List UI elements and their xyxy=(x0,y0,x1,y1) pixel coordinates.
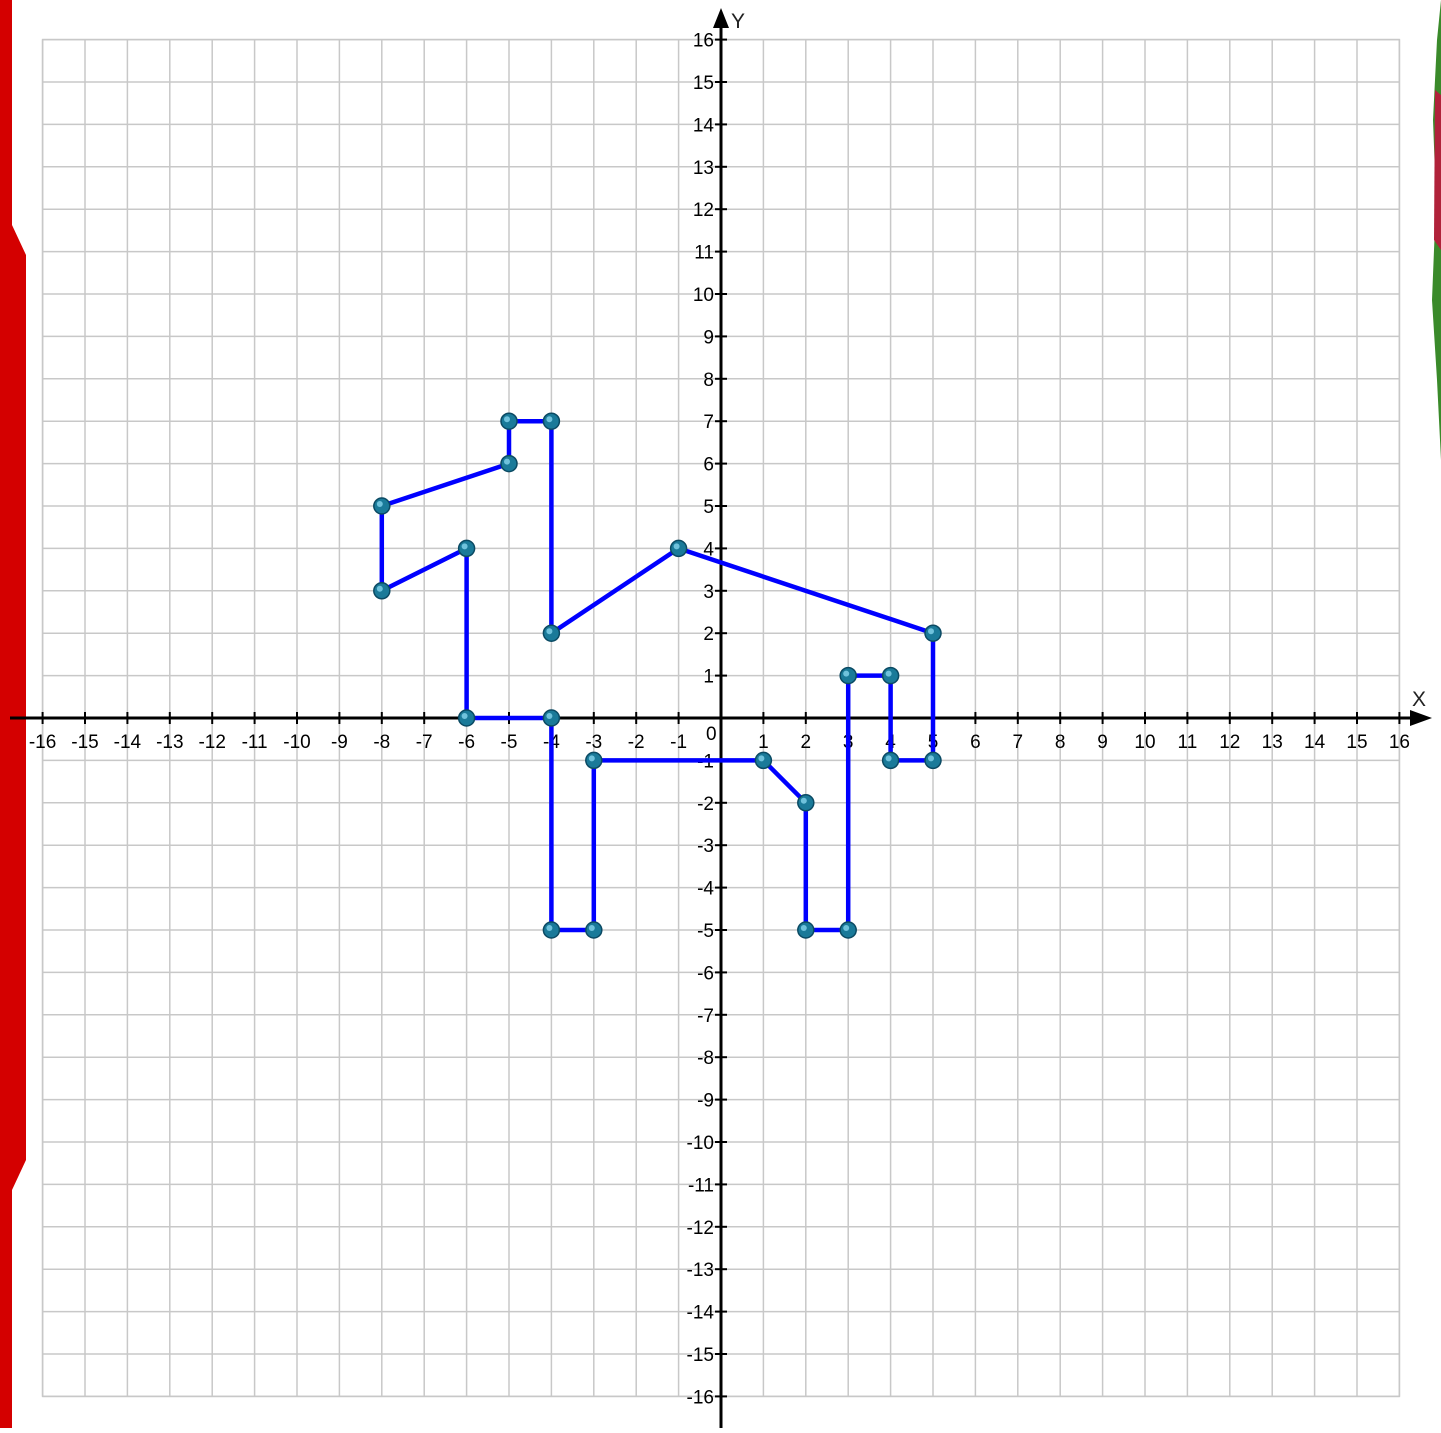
data-point-highlight xyxy=(885,755,892,762)
y-tick-label: 10 xyxy=(693,285,714,306)
y-tick-label: 16 xyxy=(693,31,714,52)
y-tick-label: -13 xyxy=(687,1260,714,1281)
y-tick-label: 11 xyxy=(694,243,714,264)
left-red-frame-shape xyxy=(0,0,26,1428)
data-point-highlight xyxy=(928,755,934,762)
x-tick-label: 9 xyxy=(1097,732,1108,753)
data-point-highlight xyxy=(546,628,553,635)
y-tick-label: 15 xyxy=(693,73,714,94)
y-tick-label: 5 xyxy=(703,497,714,518)
data-point-highlight xyxy=(843,670,850,677)
x-tick-label: -2 xyxy=(628,732,645,753)
x-tick-label: 8 xyxy=(1055,732,1066,753)
y-tick-label: 14 xyxy=(693,115,715,136)
y-tick-label: -5 xyxy=(697,921,714,942)
data-point-highlight xyxy=(588,755,595,762)
y-tick-label: 1 xyxy=(703,667,714,688)
x-tick-label: -6 xyxy=(458,732,475,753)
data-point-highlight xyxy=(376,501,383,507)
x-tick-label: -11 xyxy=(242,732,268,753)
data-point-highlight xyxy=(504,458,510,465)
left-red-frame xyxy=(0,0,26,1428)
x-tick-label: 13 xyxy=(1262,732,1283,753)
y-tick-label: 13 xyxy=(693,158,714,179)
x-tick-label: -9 xyxy=(331,732,348,753)
x-tick-label: -8 xyxy=(373,732,390,753)
x-tick-label: 14 xyxy=(1304,732,1326,753)
x-axis-arrow-icon xyxy=(1410,710,1432,726)
x-tick-label: 15 xyxy=(1346,732,1367,753)
y-tick-label: 7 xyxy=(703,412,714,433)
data-point-highlight xyxy=(800,797,807,804)
x-tick-label: -14 xyxy=(114,732,142,753)
y-tick-label: -4 xyxy=(697,879,714,900)
data-point-highlight xyxy=(673,543,680,550)
y-tick-label: -10 xyxy=(687,1133,714,1154)
x-tick-label: -1 xyxy=(670,732,687,753)
x-tick-label: -12 xyxy=(198,732,225,753)
x-axis-title: X xyxy=(1412,688,1426,711)
y-tick-label: 6 xyxy=(703,455,714,476)
y-tick-label: 8 xyxy=(703,370,714,391)
data-point-highlight xyxy=(928,628,934,635)
y-axis-arrow-icon xyxy=(713,8,729,28)
y-tick-label: -12 xyxy=(687,1218,714,1239)
data-point-highlight xyxy=(504,416,510,423)
y-tick-label: -15 xyxy=(687,1345,714,1366)
data-point-highlight xyxy=(461,543,468,550)
y-tick-label: -9 xyxy=(697,1091,714,1112)
y-tick-label: -2 xyxy=(697,794,714,815)
data-point-highlight xyxy=(885,670,892,677)
x-tick-label: 12 xyxy=(1219,732,1240,753)
axes xyxy=(10,8,1432,1428)
origin-label: 0 xyxy=(706,724,717,745)
y-tick-label: -14 xyxy=(687,1303,715,1324)
data-point-highlight xyxy=(588,925,595,931)
y-tick-label: 2 xyxy=(703,624,714,645)
y-tick-label: 4 xyxy=(703,539,714,560)
y-tick-label: -8 xyxy=(697,1048,714,1069)
x-tick-label: 1 xyxy=(758,732,769,753)
x-tick-label: -5 xyxy=(501,732,518,753)
y-tick-label: -6 xyxy=(697,963,714,984)
x-tick-label: -10 xyxy=(283,732,310,753)
x-tick-label: -16 xyxy=(29,732,56,753)
data-point-highlight xyxy=(843,925,850,931)
x-tick-label: -3 xyxy=(585,732,602,753)
data-point-highlight xyxy=(546,713,553,719)
y-axis-title: Y xyxy=(731,10,745,33)
y-tick-label: 9 xyxy=(703,327,714,348)
y-tick-label: -7 xyxy=(697,1006,714,1027)
data-point-highlight xyxy=(376,585,383,592)
y-tick-label: -3 xyxy=(697,836,714,857)
y-tick-label: -11 xyxy=(688,1175,714,1196)
right-leaf-decoration xyxy=(1427,0,1441,460)
x-tick-label: -15 xyxy=(71,732,98,753)
data-point-highlight xyxy=(461,713,468,719)
x-tick-label: 16 xyxy=(1389,732,1410,753)
data-point-highlight xyxy=(800,925,807,931)
x-tick-label: -13 xyxy=(156,732,183,753)
data-point-highlight xyxy=(546,925,553,931)
series-layer xyxy=(373,412,942,939)
x-tick-label: 11 xyxy=(1178,732,1198,753)
right-leaf-decoration-shape xyxy=(1432,0,1441,460)
y-tick-label: 12 xyxy=(693,200,714,221)
x-tick-label: 2 xyxy=(801,732,812,753)
x-tick-label: -7 xyxy=(416,732,433,753)
data-point-highlight xyxy=(758,755,765,762)
x-tick-label: 7 xyxy=(1013,732,1024,753)
x-tick-label: 6 xyxy=(970,732,981,753)
y-tick-label: -16 xyxy=(687,1387,714,1408)
y-tick-label: 3 xyxy=(703,582,714,603)
data-point-highlight xyxy=(546,416,553,423)
x-tick-label: 10 xyxy=(1134,732,1155,753)
